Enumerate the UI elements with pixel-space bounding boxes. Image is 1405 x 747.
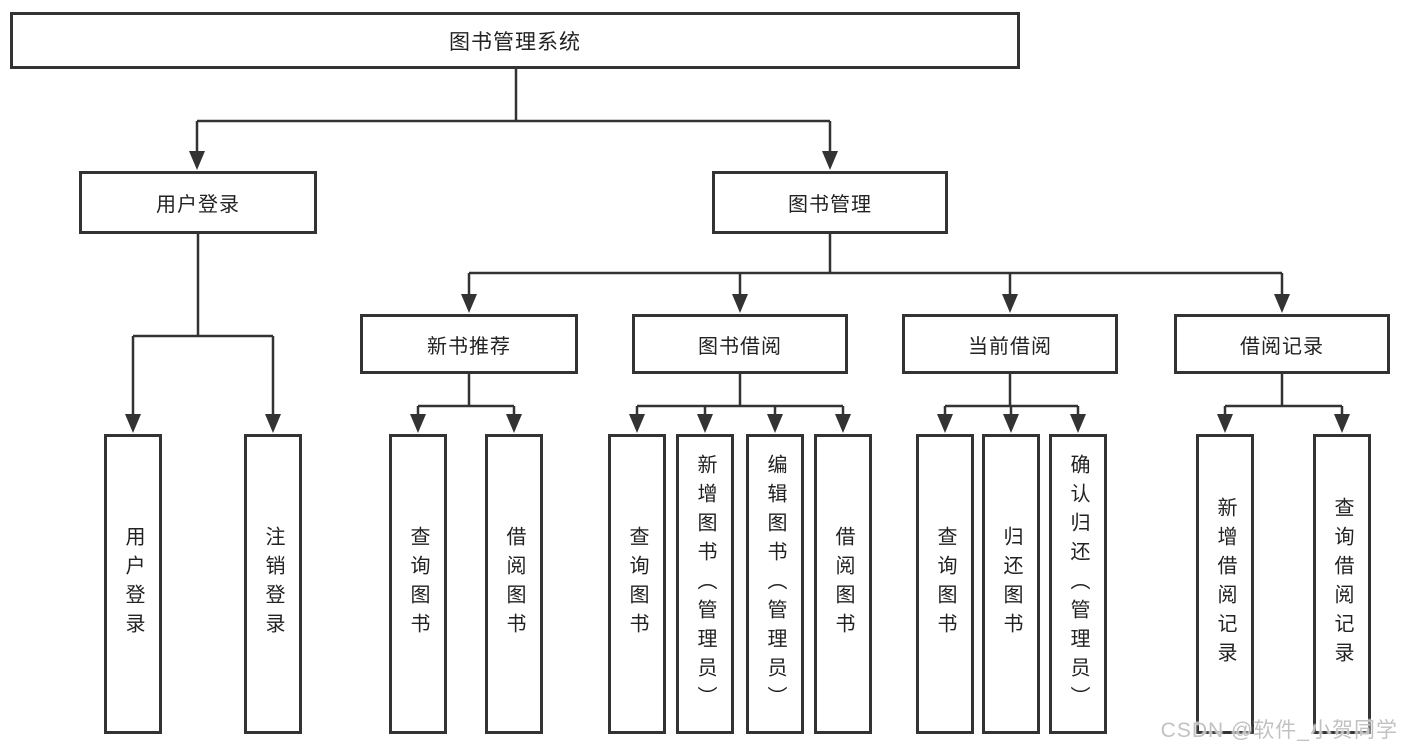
- node-label: 借阅记录: [1240, 335, 1324, 358]
- node-user-login: 用户登录: [79, 171, 317, 234]
- node-label: 用户登录: [156, 194, 240, 216]
- node-book-borrowing: 图书借阅: [632, 314, 848, 374]
- leaf-user-login: 用户登录: [104, 434, 162, 734]
- leaf-label: 确认归还（管理员）: [1067, 453, 1089, 715]
- node-book-management: 图书管理: [712, 171, 948, 234]
- leaf-logout: 注销登录: [244, 434, 302, 734]
- node-label: 图书借阅: [698, 335, 782, 358]
- node-label: 图书管理: [788, 194, 872, 216]
- leaf-label: 借阅图书: [832, 526, 854, 642]
- leaf-borrow-books: 借阅图书: [814, 434, 872, 734]
- leaf-label: 注销登录: [262, 526, 284, 642]
- leaf-label: 查询图书: [934, 526, 956, 642]
- leaf-edit-books-admin: 编辑图书（管理员）: [746, 434, 804, 734]
- leaf-current-query-books: 查询图书: [916, 434, 974, 734]
- leaf-label: 借阅图书: [503, 526, 525, 642]
- node-label: 新书推荐: [427, 335, 511, 358]
- leaf-query-borrow-record: 查询借阅记录: [1313, 434, 1371, 734]
- node-new-book-recommendation: 新书推荐: [360, 314, 578, 374]
- leaf-label: 编辑图书（管理员）: [764, 453, 786, 715]
- leaf-add-borrow-record: 新增借阅记录: [1196, 434, 1254, 734]
- leaf-label: 归还图书: [1000, 526, 1022, 642]
- node-borrowing-records: 借阅记录: [1174, 314, 1390, 374]
- leaf-recommend-query-books: 查询图书: [389, 434, 447, 734]
- leaf-label: 新增借阅记录: [1214, 497, 1236, 671]
- leaf-borrow-query-books: 查询图书: [608, 434, 666, 734]
- leaf-add-books-admin: 新增图书（管理员）: [676, 434, 734, 734]
- node-current-borrowing: 当前借阅: [902, 314, 1118, 374]
- node-library-management-system: 图书管理系统: [10, 12, 1020, 69]
- leaf-return-books: 归还图书: [982, 434, 1040, 734]
- leaf-label: 查询图书: [626, 526, 648, 642]
- leaf-label: 新增图书（管理员）: [694, 453, 716, 715]
- node-label: 当前借阅: [968, 335, 1052, 358]
- node-label: 图书管理系统: [449, 30, 581, 54]
- leaf-label: 查询借阅记录: [1331, 497, 1353, 671]
- leaf-recommend-borrow-books: 借阅图书: [485, 434, 543, 734]
- csdn-watermark: CSDN @软件_小贺同学: [1160, 719, 1398, 742]
- leaf-label: 用户登录: [122, 526, 144, 642]
- leaf-confirm-return-admin: 确认归还（管理员）: [1049, 434, 1107, 734]
- leaf-label: 查询图书: [407, 526, 429, 642]
